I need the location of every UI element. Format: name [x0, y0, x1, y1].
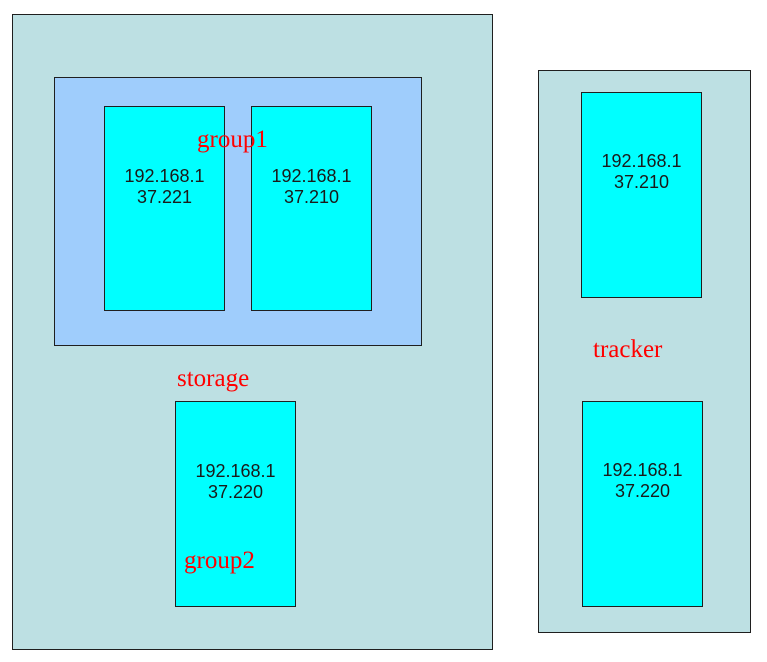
node-address-line1: 192.168.1: [601, 151, 682, 171]
tracker-node-2: 192.168.1 37.220: [582, 401, 703, 607]
node-address: 192.168.1 37.221: [105, 166, 224, 208]
group1-node-2: 192.168.1 37.210: [251, 106, 372, 311]
node-address: 192.168.1 37.220: [176, 461, 295, 503]
node-address-line1: 192.168.1: [195, 461, 276, 481]
node-address-line2: 37.210: [283, 187, 340, 207]
node-address-line1: 192.168.1: [602, 460, 683, 480]
tracker-label: tracker: [593, 336, 663, 363]
node-address-line2: 37.220: [614, 481, 671, 501]
group1-node-1: 192.168.1 37.221: [104, 106, 225, 311]
node-address: 192.168.1 37.210: [582, 151, 701, 193]
group2-label: group2: [184, 547, 255, 574]
node-address-line2: 37.220: [207, 482, 264, 502]
node-address: 192.168.1 37.210: [252, 166, 371, 208]
node-address-line2: 37.221: [136, 187, 193, 207]
node-address-line1: 192.168.1: [124, 166, 205, 186]
group2-node: 192.168.1 37.220: [175, 401, 296, 607]
storage-label: storage: [177, 365, 250, 392]
node-address-line1: 192.168.1: [271, 166, 352, 186]
tracker-node-1: 192.168.1 37.210: [581, 92, 702, 298]
group1-label: group1: [197, 126, 268, 153]
node-address: 192.168.1 37.220: [583, 460, 702, 502]
node-address-line2: 37.210: [613, 172, 670, 192]
